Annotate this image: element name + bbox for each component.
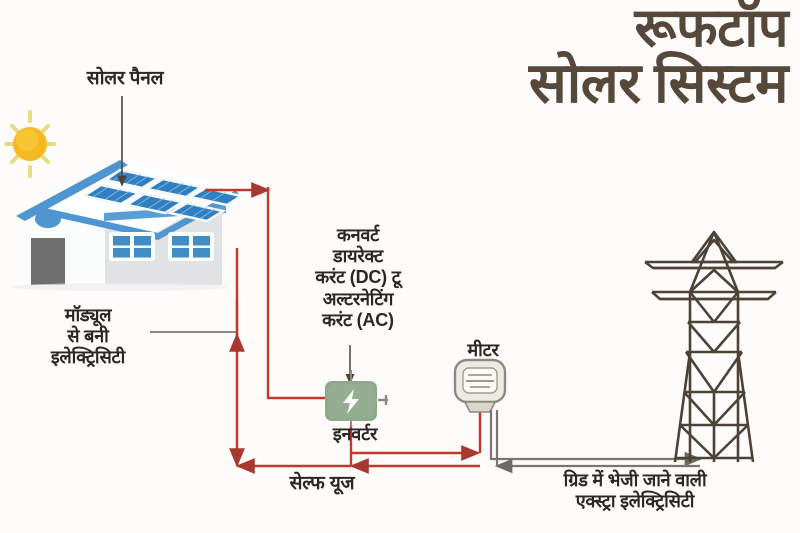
label-convert-dc-to-ac: कनवर्ट डायरेक्ट करंट (DC) टू अल्टरनेटिंग… bbox=[315, 225, 401, 330]
title-line-1: रूफटॉप bbox=[634, 0, 789, 58]
label-module-electricity: मॉड्यूल से बनी इलेक्ट्रिसिटी bbox=[50, 305, 126, 368]
solar-panel-array bbox=[80, 168, 245, 223]
title-line-2: सोलर सिस्टम bbox=[528, 52, 789, 115]
house-windows bbox=[109, 232, 214, 261]
electricity-meter-icon bbox=[453, 358, 507, 413]
house-with-solar-panels-icon bbox=[12, 160, 245, 291]
label-meter: मीटर bbox=[467, 340, 499, 360]
inverter-box-icon bbox=[325, 370, 388, 427]
lightning-bolt-icon bbox=[343, 389, 359, 414]
sun-icon bbox=[4, 110, 56, 178]
page-title: रूफटॉप सोलर सिस्टम bbox=[268, 0, 789, 115]
label-grid-extra-electricity: ग्रिड में भेजी जाने वाली एक्स्ट्रा इलेक्… bbox=[563, 470, 707, 512]
red-wire-path bbox=[205, 182, 482, 474]
label-solar-panel: सोलर पैनल bbox=[86, 68, 164, 89]
label-self-use: सेल्फ यूज bbox=[289, 473, 355, 494]
grid-wire-path bbox=[489, 410, 703, 474]
label-inverter: इनवर्टर bbox=[332, 424, 378, 444]
transmission-tower-icon bbox=[644, 230, 784, 463]
